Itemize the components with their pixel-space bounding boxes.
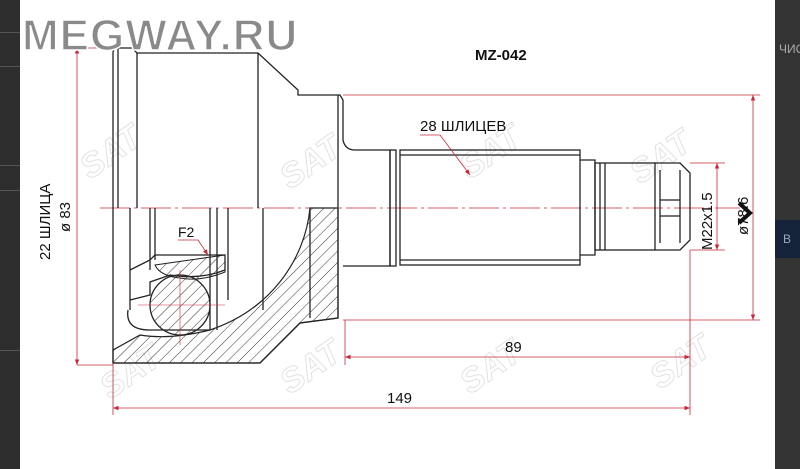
length-89-label: 89 (505, 339, 522, 356)
outer-diameter-label: ø 83 (57, 202, 74, 232)
svg-text:SAT: SAT (73, 116, 151, 187)
shaft-splines-label: 28 ШЛИЦЕВ (420, 118, 506, 135)
background-button-label: В (783, 232, 792, 246)
image-viewer: SAT SAT SAT SAT SAT SAT SAT SAT (20, 0, 775, 469)
left-background-panel (0, 0, 20, 469)
next-image-button[interactable] (733, 198, 757, 228)
hub-splines-label: 22 ШЛИЦА (37, 184, 54, 260)
right-background-panel: ЧИС В (775, 0, 800, 469)
svg-text:SAT: SAT (273, 126, 351, 197)
chevron-right-icon (737, 201, 753, 225)
background-text: ЧИС (779, 42, 800, 56)
thread-label: M22x1.5 (699, 192, 716, 250)
f2-label: F2 (178, 224, 195, 240)
background-button: В (775, 220, 800, 258)
cv-joint-drawing: SAT SAT SAT SAT SAT SAT SAT SAT (21, 10, 760, 415)
megway-logo: MEGWAY.RU (22, 11, 298, 60)
svg-text:SAT: SAT (643, 326, 721, 397)
housing-outline (112, 47, 691, 364)
svg-text:SAT: SAT (623, 121, 701, 192)
seal-diameter-label: ø78.6 (735, 197, 752, 235)
hatched-outer-race (112, 207, 339, 364)
dimension-lines (74, 47, 760, 415)
part-number: MZ-042 (475, 47, 527, 64)
length-149-label: 149 (387, 390, 412, 407)
svg-text:SAT: SAT (273, 331, 351, 402)
hatched-cage (154, 254, 226, 280)
